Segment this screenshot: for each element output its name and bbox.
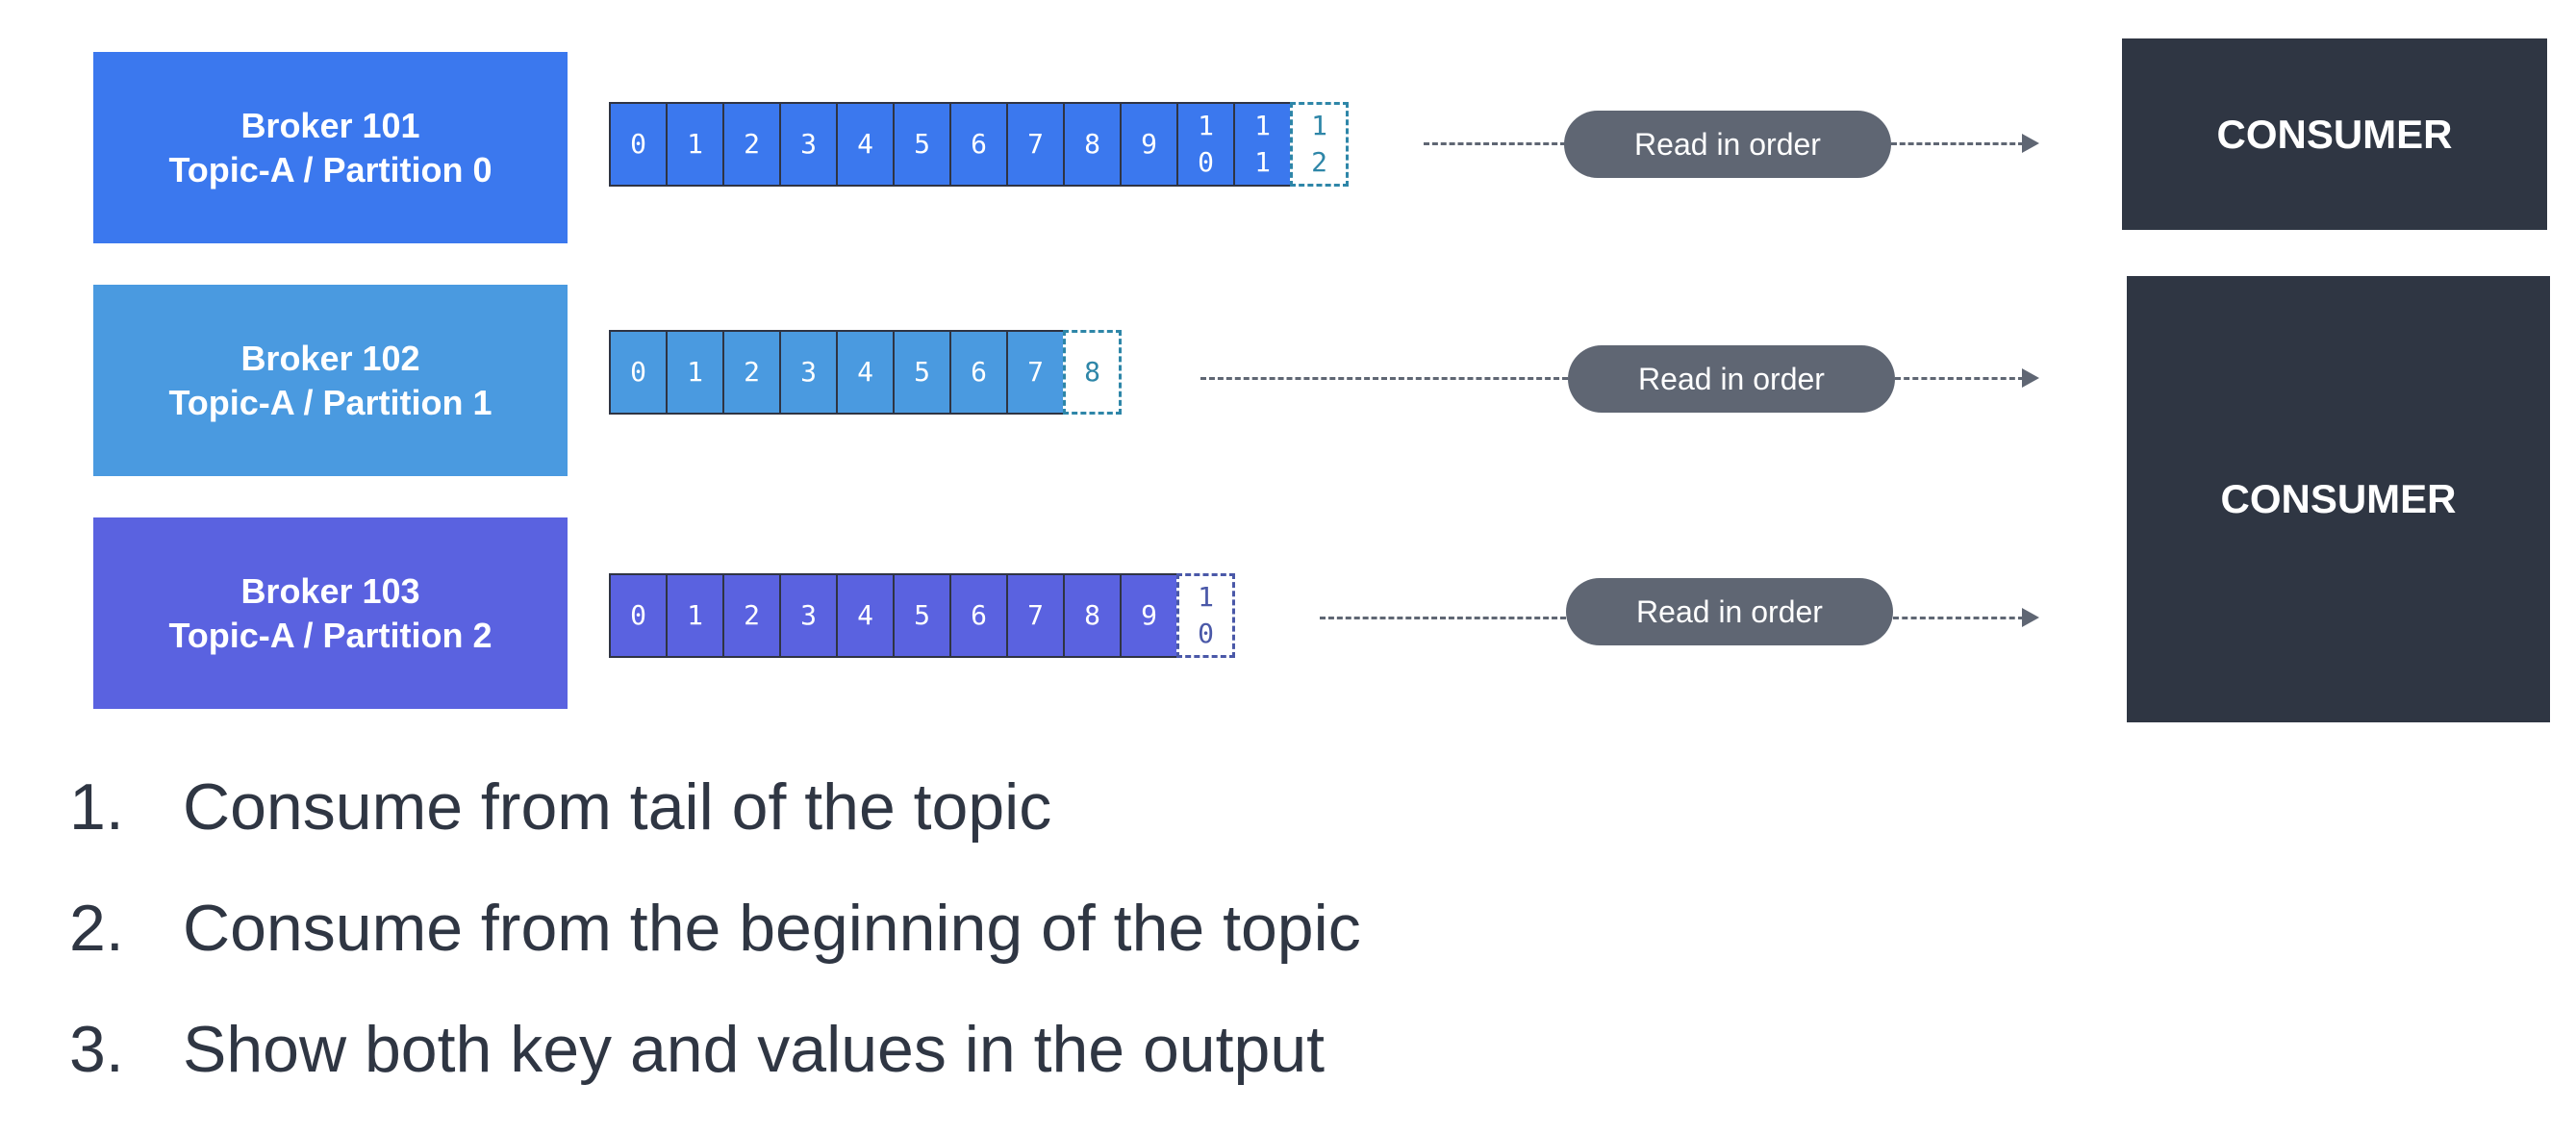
offset-digit: 1 — [1254, 110, 1271, 141]
broker-103-box: Broker 103 Topic-A / Partition 2 — [93, 517, 568, 709]
read-in-order-pill: Read in order — [1566, 578, 1893, 645]
offset-digit: 2 — [1311, 146, 1327, 178]
offset-cell: 6 — [949, 573, 1008, 658]
steps-list: 1. Consume from tail of the topic 2. Con… — [69, 769, 1361, 1133]
arrow-right-icon — [2022, 608, 2039, 627]
arrow-right-icon — [2022, 134, 2039, 153]
broker-partition: Topic-A / Partition 1 — [168, 382, 492, 422]
dashed-connector — [1424, 142, 1566, 145]
offset-cell: 7 — [1006, 573, 1065, 658]
consumer-box-bottom: CONSUMER — [2127, 276, 2550, 722]
step-text: Consume from the beginning of the topic — [183, 892, 1361, 965]
list-item: 2. Consume from the beginning of the top… — [69, 891, 1361, 1012]
step-number: 1. — [69, 770, 124, 844]
offset-digit: 0 — [1198, 618, 1214, 649]
offset-cell: 2 — [722, 573, 781, 658]
offset-cell: 7 — [1006, 330, 1065, 415]
dashed-connector — [1320, 617, 1566, 619]
offset-cell: 3 — [779, 573, 838, 658]
offset-cell: 3 — [779, 102, 838, 187]
list-item: 3. Show both key and values in the outpu… — [69, 1012, 1361, 1133]
offset-cell: 2 — [722, 330, 781, 415]
offset-cell: 1 — [666, 102, 724, 187]
offset-cell: 6 — [949, 102, 1008, 187]
dashed-connector — [1200, 377, 1568, 380]
offset-cell: 5 — [893, 573, 951, 658]
offset-digit: 1 — [1254, 146, 1271, 178]
broker-name: Broker 101 — [240, 105, 420, 145]
dashed-connector — [1891, 142, 2024, 145]
dashed-connector — [1893, 617, 2024, 619]
offset-cell: 1 — [666, 573, 724, 658]
read-in-order-pill: Read in order — [1564, 111, 1891, 178]
step-number: 2. — [69, 892, 124, 965]
offset-cell: 8 — [1063, 102, 1122, 187]
offset-digit: 1 — [1311, 110, 1327, 141]
offset-cell: 0 — [609, 573, 668, 658]
broker-102-box: Broker 102 Topic-A / Partition 1 — [93, 285, 568, 476]
offset-digit: 0 — [1198, 146, 1214, 178]
offset-cell: 9 — [1120, 573, 1178, 658]
broker-101-box: Broker 101 Topic-A / Partition 0 — [93, 52, 568, 243]
step-number: 3. — [69, 1013, 124, 1086]
arrow-right-icon — [2022, 368, 2039, 388]
offset-cell: 4 — [836, 330, 895, 415]
pending-offset-cell: 8 — [1063, 330, 1122, 415]
consumer-box-top: CONSUMER — [2122, 38, 2547, 230]
offset-cell: 2 — [722, 102, 781, 187]
broker-name: Broker 103 — [240, 570, 420, 611]
offset-cell: 5 — [893, 102, 951, 187]
offset-cell: 9 — [1120, 102, 1178, 187]
offset-cell: 0 — [609, 102, 668, 187]
offset-cell: 1 — [666, 330, 724, 415]
step-text: Consume from tail of the topic — [183, 770, 1052, 844]
list-item: 1. Consume from tail of the topic — [69, 769, 1361, 891]
broker-partition: Topic-A / Partition 0 — [168, 149, 492, 189]
offset-cell: 6 — [949, 330, 1008, 415]
offset-cell: 5 — [893, 330, 951, 415]
offset-cell: 7 — [1006, 102, 1065, 187]
offset-cell: 0 — [609, 330, 668, 415]
offset-cell: 8 — [1063, 573, 1122, 658]
offset-digit: 1 — [1198, 110, 1214, 141]
offset-cell: 4 — [836, 573, 895, 658]
read-in-order-pill: Read in order — [1568, 345, 1895, 413]
dashed-connector — [1895, 377, 2024, 380]
step-text: Show both key and values in the output — [183, 1013, 1326, 1086]
offset-digit: 1 — [1198, 581, 1214, 613]
offset-cell: 4 — [836, 102, 895, 187]
broker-name: Broker 102 — [240, 338, 420, 378]
broker-partition: Topic-A / Partition 2 — [168, 615, 492, 655]
offset-cell: 3 — [779, 330, 838, 415]
